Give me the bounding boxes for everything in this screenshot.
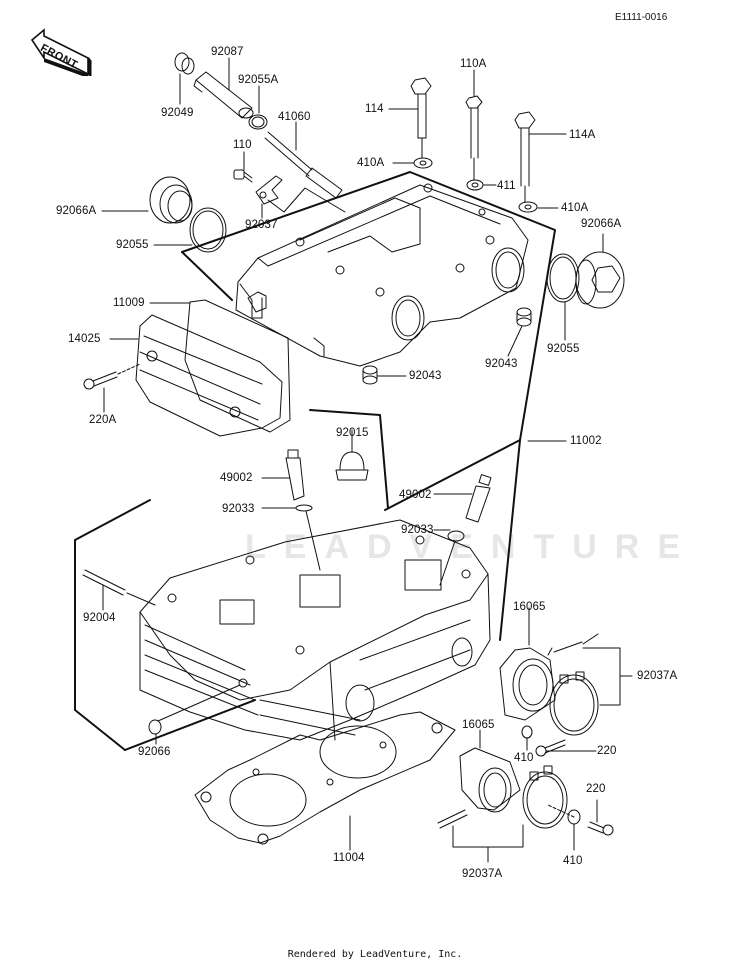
part-114-bolt xyxy=(388,77,432,159)
part-92015-cap-nut xyxy=(335,429,369,481)
part-rocker-case xyxy=(235,183,529,367)
part-16065-intake-top xyxy=(499,607,556,721)
part-label-410A-left[interactable]: 410A xyxy=(357,157,385,169)
part-label-410-top[interactable]: 410 xyxy=(514,752,534,764)
part-11009-gasket xyxy=(149,299,291,433)
part-16065-intake-bottom xyxy=(459,729,521,813)
part-92087-tube xyxy=(193,57,254,119)
part-220-bolt-bottom xyxy=(547,799,614,836)
part-411-washer xyxy=(466,179,497,191)
part-92055-oring-left xyxy=(153,207,227,253)
part-label-92049[interactable]: 92049 xyxy=(161,107,194,119)
part-label-220-top[interactable]: 220 xyxy=(597,745,617,757)
part-410-washer-bottom xyxy=(567,809,581,851)
part-label-92066A-left[interactable]: 92066A xyxy=(56,205,97,217)
footer-credit: Rendered by LeadVenture, Inc. xyxy=(287,949,463,960)
part-label-92043-right[interactable]: 92043 xyxy=(485,358,518,370)
part-92066A-plug-right xyxy=(575,233,625,309)
part-92055A-oring xyxy=(248,85,268,130)
part-cylinder-head xyxy=(139,519,491,741)
part-49002-guide-right xyxy=(433,474,492,523)
part-label-114A[interactable]: 114A xyxy=(569,129,596,141)
part-label-410-bottom[interactable]: 410 xyxy=(563,855,583,867)
part-label-92043-center[interactable]: 92043 xyxy=(409,370,442,382)
part-label-92055-right[interactable]: 92055 xyxy=(547,343,580,355)
diagram-code: E1111-0016 xyxy=(615,12,668,23)
part-110A-bolt xyxy=(465,69,483,181)
part-label-11004[interactable]: 11004 xyxy=(333,852,365,864)
part-label-16065-top[interactable]: 16065 xyxy=(513,601,546,613)
front-arrow-icon: FRONT xyxy=(30,28,92,78)
part-92043-dowel-right xyxy=(507,307,532,357)
part-label-41060[interactable]: 41060 xyxy=(278,111,311,123)
part-220A-screw xyxy=(83,363,141,413)
part-label-49002-right[interactable]: 49002 xyxy=(399,489,432,501)
part-label-110[interactable]: 110 xyxy=(233,139,252,151)
part-label-411[interactable]: 411 xyxy=(497,180,516,192)
part-label-16065-bottom[interactable]: 16065 xyxy=(462,719,495,731)
part-label-92037A-bottom[interactable]: 92037A xyxy=(462,868,503,880)
part-11004-gasket xyxy=(194,711,456,851)
part-label-92033-right[interactable]: 92033 xyxy=(401,524,434,536)
part-label-92004[interactable]: 92004 xyxy=(83,612,116,624)
part-92055-oring-right xyxy=(546,253,580,341)
part-label-92055A[interactable]: 92055A xyxy=(238,74,279,86)
part-label-92066A-right[interactable]: 92066A xyxy=(581,218,622,230)
part-label-92066[interactable]: 92066 xyxy=(138,746,171,758)
part-410A-washer-right xyxy=(518,201,559,213)
part-92049-cap xyxy=(174,52,195,105)
part-label-92037A-right[interactable]: 92037A xyxy=(637,670,678,682)
part-label-92015[interactable]: 92015 xyxy=(336,427,369,439)
part-label-49002-left[interactable]: 49002 xyxy=(220,472,253,484)
part-92037A-clamp-top xyxy=(547,633,633,736)
part-label-220A[interactable]: 220A xyxy=(89,414,117,426)
part-92033-clip-left xyxy=(261,504,321,571)
part-92033-clip-right xyxy=(433,529,465,586)
part-14025-side-cover xyxy=(109,314,283,437)
part-label-92087[interactable]: 92087 xyxy=(211,46,244,58)
part-label-14025[interactable]: 14025 xyxy=(68,333,101,345)
part-92037-plate xyxy=(255,175,346,219)
part-114A-bolt xyxy=(514,111,567,203)
part-label-92033-left[interactable]: 92033 xyxy=(222,503,255,515)
part-label-114[interactable]: 114 xyxy=(365,103,384,115)
part-label-11002[interactable]: 11002 xyxy=(570,435,602,447)
cover-group-outline xyxy=(181,171,556,511)
part-220-bolt-top xyxy=(535,739,597,757)
part-41060-shaft xyxy=(264,121,343,199)
part-label-92037[interactable]: 92037 xyxy=(245,219,278,231)
part-92066A-plug-left xyxy=(101,176,193,224)
part-92043-dowel-center xyxy=(362,365,407,385)
part-92066-plug xyxy=(148,684,241,745)
head-group-outline xyxy=(74,439,521,751)
part-label-220-bottom[interactable]: 220 xyxy=(586,783,606,795)
part-label-110A[interactable]: 110A xyxy=(460,58,487,70)
part-label-11009[interactable]: 11009 xyxy=(113,297,145,309)
part-110-bolt xyxy=(233,151,253,183)
part-410-washer-top xyxy=(521,725,533,751)
part-49002-guide-left xyxy=(261,449,305,501)
part-410A-washer-left xyxy=(392,157,433,169)
part-92037A-clamp-bottom xyxy=(437,765,568,863)
part-label-92055-left[interactable]: 92055 xyxy=(116,239,149,251)
part-92004-stud xyxy=(82,569,156,611)
part-label-410A-right[interactable]: 410A xyxy=(561,202,589,214)
